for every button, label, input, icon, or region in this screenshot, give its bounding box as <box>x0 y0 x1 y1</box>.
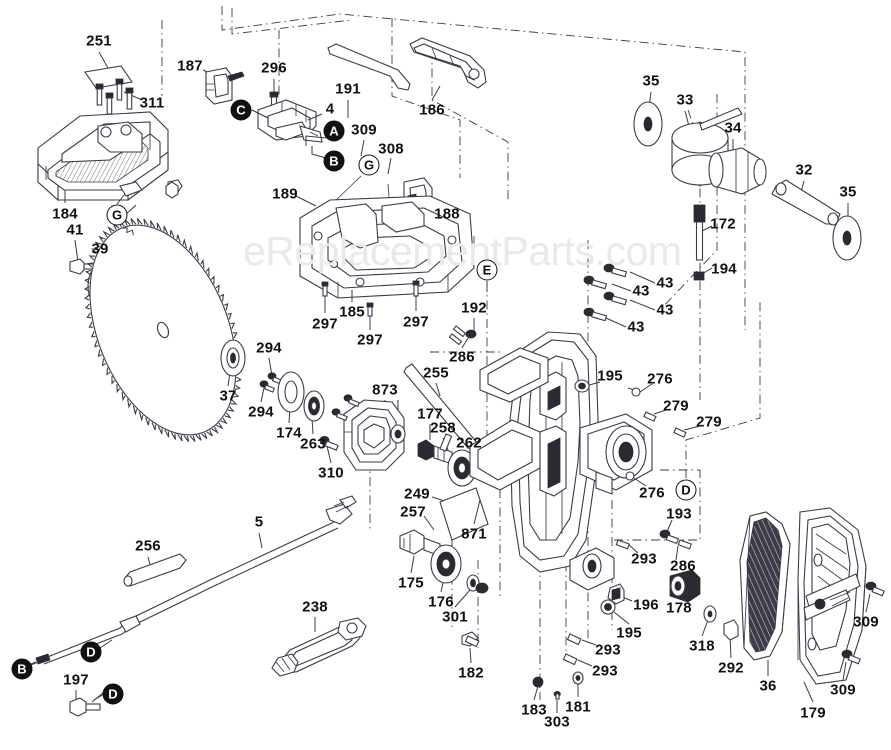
part-number-label[interactable]: 276 <box>647 370 673 388</box>
part-number-label[interactable]: 43 <box>656 301 674 319</box>
part-number-label[interactable]: 32 <box>795 161 813 179</box>
part-number-label[interactable]: 294 <box>248 403 274 421</box>
part-number-label[interactable]: 263 <box>300 435 326 453</box>
part-number-label[interactable]: 309 <box>351 121 377 139</box>
assembly-callout-g[interactable]: G <box>358 154 380 176</box>
part-number-label[interactable]: 39 <box>91 240 109 258</box>
part-number-label[interactable]: 191 <box>335 80 361 98</box>
part-number-label[interactable]: 255 <box>423 364 449 382</box>
part-number-label[interactable]: 294 <box>256 339 282 357</box>
part-number-label[interactable]: 279 <box>696 413 722 431</box>
part-number-label[interactable]: 279 <box>663 397 689 415</box>
part-number-label[interactable]: 258 <box>430 419 456 437</box>
assembly-callout-d[interactable]: D <box>675 479 697 501</box>
part-number-label[interactable]: 5 <box>254 513 264 531</box>
part-number-label[interactable]: 36 <box>759 677 777 695</box>
part-number-label[interactable]: 175 <box>398 574 424 592</box>
part-number-label[interactable]: 297 <box>312 315 338 333</box>
part-number-label[interactable]: 256 <box>135 537 161 555</box>
part-number-label[interactable]: 187 <box>177 57 203 75</box>
assembly-callout-d[interactable]: D <box>102 683 124 705</box>
part-number-label[interactable]: 176 <box>428 593 454 611</box>
part-number-label[interactable]: 189 <box>272 185 298 203</box>
part-number-label[interactable]: 238 <box>302 598 328 616</box>
assembly-callout-g[interactable]: G <box>106 204 128 226</box>
part-number-label[interactable]: 183 <box>521 701 547 719</box>
part-number-label[interactable]: 43 <box>632 282 650 300</box>
part-number-label[interactable]: 297 <box>403 313 429 331</box>
part-number-label[interactable]: 172 <box>710 215 736 233</box>
part-number-label[interactable]: 871 <box>461 525 487 543</box>
part-number-label[interactable]: 178 <box>666 599 692 617</box>
part-number-label[interactable]: 34 <box>724 119 742 137</box>
part-number-label[interactable]: 186 <box>419 101 445 119</box>
part-number-label[interactable]: 262 <box>456 434 482 452</box>
part-number-label[interactable]: 251 <box>86 32 112 50</box>
assembly-callout-b[interactable]: B <box>323 150 345 172</box>
part-number-label[interactable]: 37 <box>219 387 237 405</box>
assembly-callout-a[interactable]: A <box>323 120 345 142</box>
part-number-label[interactable]: 35 <box>642 72 660 90</box>
part-number-label[interactable]: 193 <box>666 505 692 523</box>
part-number-label[interactable]: 192 <box>461 299 487 317</box>
part-number-label[interactable]: 296 <box>261 59 287 77</box>
part-number-label[interactable]: 286 <box>670 557 696 575</box>
assembly-callout-e[interactable]: E <box>476 259 498 281</box>
part-number-label[interactable]: 181 <box>565 698 591 716</box>
part-number-label[interactable]: 286 <box>449 348 475 366</box>
part-number-label[interactable]: 43 <box>627 318 645 336</box>
part-number-label[interactable]: 873 <box>372 381 398 399</box>
part-number-label[interactable]: 174 <box>276 424 302 442</box>
part-number-label[interactable]: 309 <box>853 613 879 631</box>
assembly-callout-b[interactable]: B <box>11 658 33 680</box>
part-number-label[interactable]: 297 <box>357 331 383 349</box>
part-number-label[interactable]: 185 <box>339 303 365 321</box>
part-number-label[interactable]: 293 <box>631 550 657 568</box>
part-number-label[interactable]: 311 <box>139 94 165 112</box>
part-number-label[interactable]: 195 <box>616 624 642 642</box>
part-number-label[interactable]: 197 <box>63 671 89 689</box>
part-number-label[interactable]: 195 <box>597 367 623 385</box>
part-number-label[interactable]: 292 <box>718 659 744 677</box>
part-number-label[interactable]: 308 <box>378 140 404 158</box>
part-number-label[interactable]: 196 <box>633 596 659 614</box>
part-number-label[interactable]: 179 <box>800 704 826 722</box>
part-number-label[interactable]: 194 <box>711 260 737 278</box>
part-number-label[interactable]: 257 <box>400 503 426 521</box>
part-number-label[interactable]: 249 <box>404 485 430 503</box>
assembly-callout-d[interactable]: D <box>80 641 102 663</box>
part-number-label[interactable]: 188 <box>434 205 460 223</box>
part-number-label[interactable]: 35 <box>839 183 857 201</box>
part-number-label[interactable]: 177 <box>417 405 443 423</box>
part-number-label[interactable]: 182 <box>458 664 484 682</box>
part-number-label[interactable]: 309 <box>830 681 856 699</box>
part-number-label[interactable]: 303 <box>544 713 570 731</box>
part-number-label[interactable]: 276 <box>639 484 665 502</box>
part-number-label[interactable]: 33 <box>676 91 694 109</box>
part-number-label[interactable]: 310 <box>318 464 344 482</box>
part-number-label[interactable]: 4 <box>325 100 335 118</box>
assembly-callout-c[interactable]: C <box>230 99 252 121</box>
part-number-label[interactable]: 301 <box>442 608 468 626</box>
part-number-label[interactable]: 41 <box>66 221 84 239</box>
part-number-label[interactable]: 318 <box>689 637 715 655</box>
part-number-label[interactable]: 293 <box>595 641 621 659</box>
part-number-label[interactable]: 184 <box>52 205 78 223</box>
part-number-label[interactable]: 293 <box>592 662 618 680</box>
part-number-label[interactable]: 43 <box>656 274 674 292</box>
